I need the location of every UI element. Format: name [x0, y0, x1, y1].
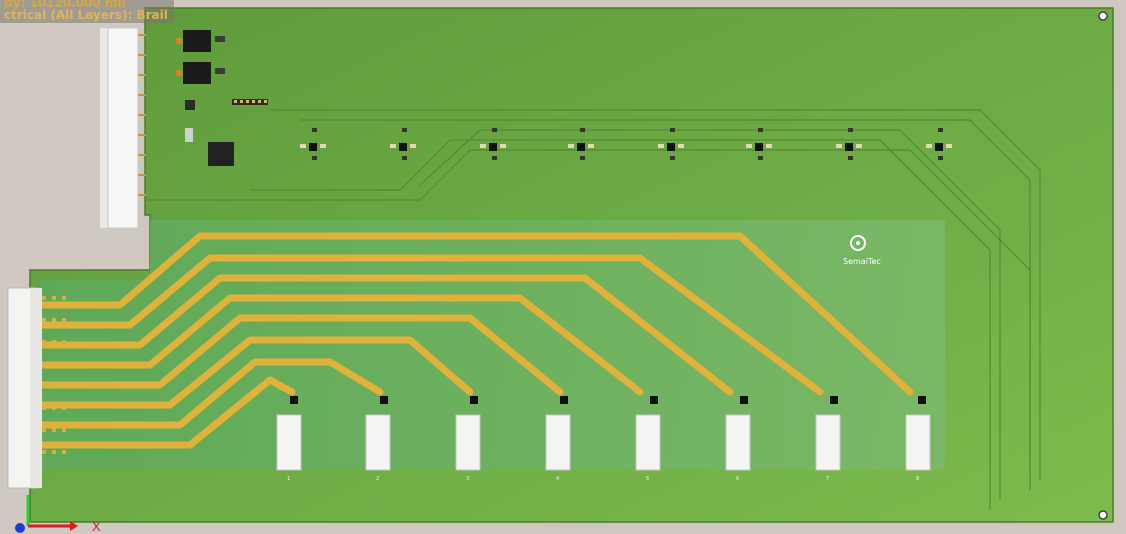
- mounting-holes: [1098, 11, 1108, 520]
- channel-ics[interactable]: [290, 396, 926, 404]
- connector-label: 8: [916, 476, 919, 482]
- x-axis-label: X: [92, 519, 101, 534]
- connector-label: 1: [287, 476, 290, 482]
- connector-label: 2: [376, 476, 379, 482]
- layer-mode-readout: ctrical (All Layers): Brail: [4, 8, 168, 22]
- connector-label: 3: [466, 476, 469, 482]
- logo-text: SemaiTec: [843, 257, 881, 266]
- logo-icon: [850, 235, 866, 251]
- axis-gizmo: X: [15, 495, 101, 534]
- edge-connector-large[interactable]: [7, 287, 66, 489]
- upper-traces: [145, 109, 1041, 510]
- connector-label: 7: [826, 476, 829, 482]
- edge-connector-top[interactable]: [100, 27, 146, 229]
- connector-label: 4: [556, 476, 559, 482]
- gold-traces: [36, 232, 914, 449]
- power-components[interactable]: [176, 30, 268, 166]
- channel-connectors[interactable]: [276, 414, 931, 471]
- delta-y-readout: dy: 10120.000 mil: [4, 0, 126, 9]
- sensor-footprints[interactable]: [300, 128, 952, 160]
- measurement-overlay: dy: 10120.000 mil ctrical (All Layers): …: [0, 0, 174, 23]
- connector-label: 6: [736, 476, 739, 482]
- connector-label: 5: [646, 476, 649, 482]
- company-logo: SemaiTec: [843, 235, 881, 266]
- pcb-board: [29, 3, 1120, 528]
- connector-label-group: 1 2 3 4 5 6 7 8: [287, 476, 919, 482]
